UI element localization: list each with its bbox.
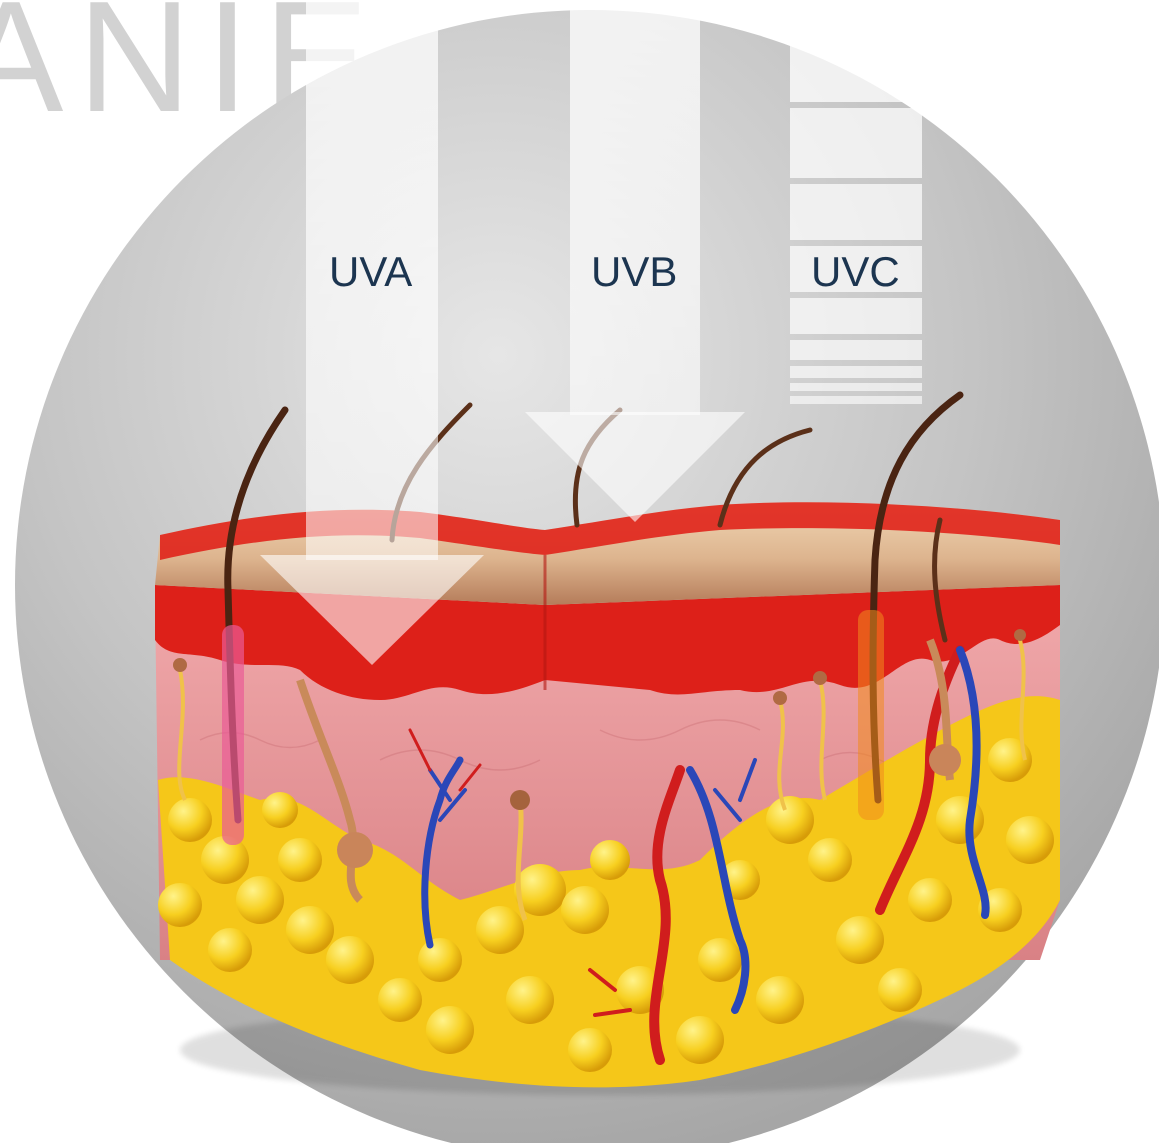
uva-label: UVA: [329, 248, 412, 296]
uvb-label: UVB: [591, 248, 677, 296]
uvc-ray: [790, 0, 922, 404]
uvc-label: UVC: [811, 248, 900, 296]
